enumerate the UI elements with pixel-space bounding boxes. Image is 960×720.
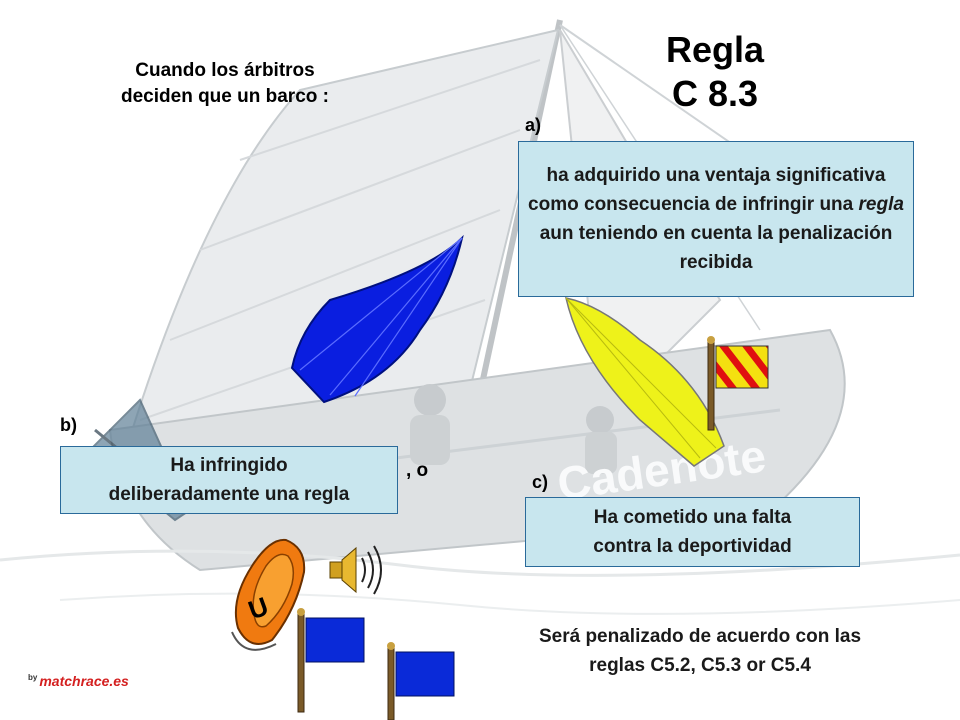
umpire-boat-icon [231, 538, 306, 651]
option-a-text-after: aun teniendo en cuenta la penalización r… [539, 223, 893, 273]
option-c-line-1: Ha cometido una falta [593, 507, 792, 528]
connector-text: , o [406, 460, 429, 481]
blue-flag-icon [387, 642, 455, 720]
option-b-line-2: deliberadamente una regla [108, 484, 350, 505]
blue-boat-icon [290, 234, 464, 404]
intro-text: Cuando los árbitros deciden que un barco… [60, 58, 390, 110]
intro-line-2: deciden que un barco : [121, 86, 329, 107]
title-line-2: C 8.3 [671, 73, 759, 114]
intro-line-1: Cuando los árbitros [135, 60, 315, 81]
credit-by: by [28, 673, 38, 683]
option-b-box: Ha infringido deliberadamente una regla [60, 446, 398, 514]
outcome-line-1: Será penalizado de acuerdo con las [538, 626, 862, 647]
option-a-text-italic: regla [858, 194, 904, 215]
option-a-box: ha adquirido una ventaja significativa c… [518, 141, 914, 297]
option-a-text-before: ha adquirido una ventaja significativa c… [528, 165, 886, 215]
option-a-text: ha adquirido una ventaja significativa c… [527, 161, 905, 277]
horn-icon [329, 545, 382, 595]
option-a-label: a) [525, 115, 542, 135]
blue-flag-icon [297, 608, 365, 713]
title-line-1: Regla [665, 29, 765, 70]
option-c-label: c) [532, 472, 549, 492]
option-b-line-1: Ha infringido [170, 455, 288, 476]
option-c-line-2: contra la deportividad [593, 536, 792, 557]
option-b-label: b) [60, 415, 77, 435]
flag-y-icon [707, 336, 769, 431]
option-c-box: Ha cometido una falta contra la deportiv… [525, 497, 860, 567]
outcome-line-2: reglas C5.2, C5.3 or C5.4 [589, 655, 811, 676]
yellow-boat-icon [565, 297, 725, 467]
page-title: Regla C 8.3 [630, 28, 800, 116]
outcome-text: Será penalizado de acuerdo con las regla… [470, 622, 930, 680]
credit-site: matchrace.es [39, 673, 129, 689]
